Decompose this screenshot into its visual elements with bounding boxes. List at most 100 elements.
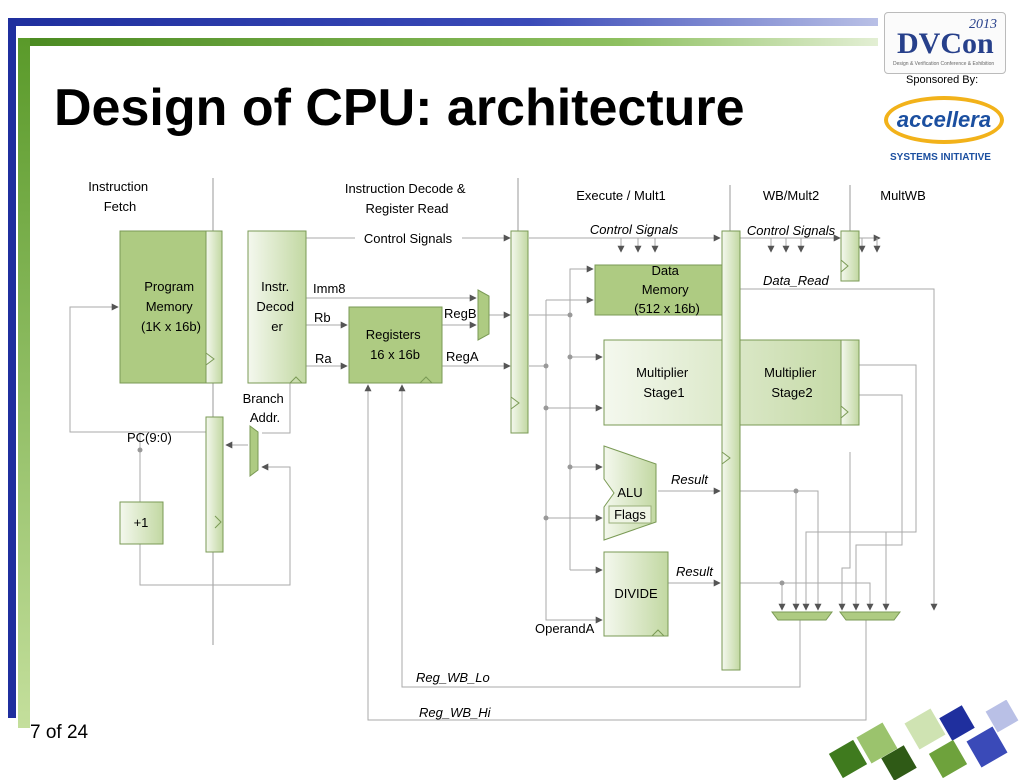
pc-label: PC(9:0) <box>127 430 172 445</box>
corner-square-4 <box>904 708 946 750</box>
program-memory-label: Program Memory (1K x 16b) <box>141 279 201 334</box>
stage-label-multwb: MultWB <box>880 188 926 203</box>
decorative-corner-squares <box>828 700 1019 780</box>
dvcon-logo-text: DVCon <box>897 27 994 60</box>
data-memory-label: Data Memory (512 x 16b) <box>634 263 700 316</box>
ra-label: Ra <box>315 351 332 366</box>
program-memory-block: Program Memory (1K x 16b) <box>119 230 223 384</box>
program-memory-register <box>205 230 223 384</box>
pc-register-clock <box>214 515 222 529</box>
divide-label: DIVIDE <box>614 586 658 601</box>
alu-result-label: Result <box>671 472 709 487</box>
pipeline-register-wb-clock <box>840 259 849 273</box>
alu-label: ALU <box>617 485 642 500</box>
junction-alu-result <box>793 488 799 494</box>
control-signals-wb-label: Control Signals <box>747 223 836 238</box>
registers-body <box>348 306 443 384</box>
instr-decoder-label: Instr. Decod er <box>256 279 297 334</box>
control-signals-decode-label: Control Signals <box>364 231 453 246</box>
reg-wb-hi-label: Reg_WB_Hi <box>419 705 492 720</box>
stage-label-decode: Instruction Decode & Register Read <box>345 181 469 216</box>
dvcon-logo-year: 2013 <box>969 17 997 32</box>
wire-opb-dmem <box>529 265 594 316</box>
wire-pc-to-pmem <box>69 303 140 433</box>
pipeline-register-decode-exec <box>510 230 529 434</box>
pipeline-register-exec-wb <box>721 230 741 671</box>
multiplier-output-register <box>840 339 860 426</box>
page-indicator: 7 of 24 <box>30 722 89 743</box>
header-bar-green <box>18 38 878 46</box>
corner-square-8 <box>985 700 1019 733</box>
stage-label-fetch: Instruction Fetch <box>88 179 152 214</box>
wire-opa-bus <box>529 365 603 624</box>
instr-decoder-block: Instr. Decod er <box>247 230 307 384</box>
wire-alu-result-wb <box>740 490 822 611</box>
registers-label: Registers 16 x 16b <box>366 327 425 362</box>
corner-square-group <box>828 700 1019 780</box>
operanda-label: OperandA <box>535 621 595 636</box>
data-read-label: Data_Read <box>763 273 830 288</box>
writeback-mux-lo <box>771 611 833 621</box>
wire-mult-out-2 <box>852 394 903 611</box>
writeback-mux-hi <box>839 611 901 621</box>
registers-clock <box>419 376 433 384</box>
header-bar-blue <box>8 18 878 26</box>
divide-result-label: Result <box>676 564 714 579</box>
accellera-logo-text: accellera <box>896 107 992 132</box>
rb-label: Rb <box>314 310 331 325</box>
wire-reg-wb-lo <box>398 384 801 688</box>
flags-label: Flags <box>614 507 646 522</box>
instr-decoder-clock <box>289 376 303 384</box>
junction-opb-alu <box>567 464 573 470</box>
increment-block <box>119 501 164 545</box>
immediate-mux <box>477 289 490 341</box>
wire-div-result-wb <box>740 582 874 611</box>
sidebar-bar-blue <box>8 18 16 718</box>
pc-mux <box>249 425 259 477</box>
pipeline-register-wb <box>840 230 860 282</box>
junction-opb <box>567 312 573 318</box>
data-memory-body <box>594 264 741 316</box>
flags-register <box>608 505 652 524</box>
stage-label-wb-mult2: WB/Mult2 <box>763 188 819 203</box>
divide-body <box>603 551 669 637</box>
wire-mult-out-3 <box>838 452 851 611</box>
branch-addr-label: Branch Addr. <box>243 391 288 425</box>
corner-square-6 <box>928 739 968 779</box>
sidebar-bar-green <box>18 38 30 728</box>
dvcon-logo-tagline: Design & Verification Conference & Exhib… <box>893 61 995 67</box>
wire-reg-wb-hi <box>364 384 867 721</box>
accellera-logo: accellera <box>884 96 1004 144</box>
alu-block: ALU Flags <box>603 445 657 541</box>
reg-wb-lo-label: Reg_WB_Lo <box>416 670 490 685</box>
divide-block: DIVIDE <box>603 551 669 637</box>
junction-opa-mult <box>543 405 549 411</box>
pc-register <box>205 416 224 553</box>
pipeline-register-exec-wb-clock <box>721 451 731 465</box>
corner-square-5 <box>939 705 975 741</box>
program-memory-clock <box>205 352 215 366</box>
junction-opa-alu <box>543 515 549 521</box>
registers-block: Registers 16 x 16b <box>348 306 443 384</box>
wire-data-read <box>760 288 938 611</box>
pipeline-register-decode-exec-clock <box>510 396 520 410</box>
wire-mult-out-1 <box>802 364 917 611</box>
instr-decoder-body <box>247 230 307 384</box>
slide-title: Design of CPU: architecture <box>54 79 745 137</box>
junction-dots <box>137 312 799 586</box>
regb-label: RegB <box>444 306 477 321</box>
wire-branch-to-mux <box>262 383 291 434</box>
junction-div-result <box>779 580 785 586</box>
corner-square-2 <box>856 722 898 764</box>
sponsor-label: Sponsored By: <box>906 74 979 86</box>
junction-opb-mult <box>567 354 573 360</box>
rega-label: RegA <box>446 349 479 364</box>
divide-clock <box>651 629 665 637</box>
mult-stage2-label: Multiplier Stage2 <box>764 365 820 400</box>
wire-inc-to-mux <box>139 463 291 586</box>
accellera-subtitle: SYSTEMS INITIATIVE <box>890 152 991 163</box>
imm8-label: Imm8 <box>313 281 346 296</box>
junction-opa <box>543 363 549 369</box>
increment-label: +1 <box>134 515 149 530</box>
